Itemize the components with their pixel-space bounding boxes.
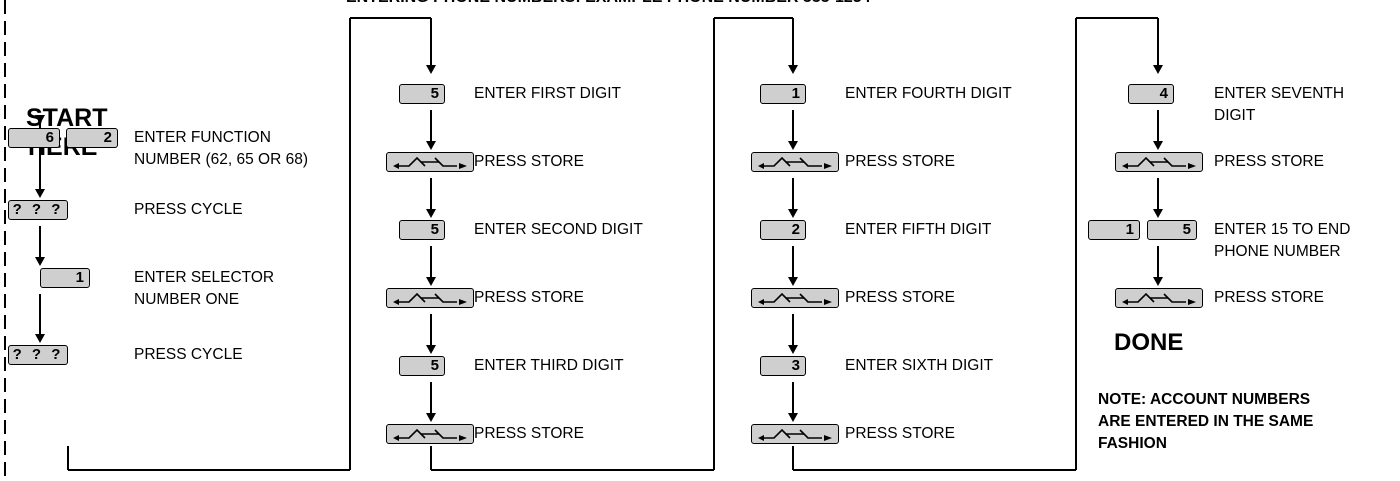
store-key-icon — [1122, 292, 1196, 305]
step-text-c0-s1-l0: PRESS CYCLE — [134, 201, 243, 218]
flow-arrow-c1-s1-head — [426, 209, 436, 218]
step-text-c3-s2-l1: PHONE NUMBER — [1214, 243, 1341, 260]
step-text-c3-s1-l0: PRESS STORE — [1214, 153, 1324, 170]
flow-arrow-c1-s0-head — [426, 141, 436, 150]
flow-arrow-c0-s2-head — [35, 334, 45, 343]
step-text-c1-s4-l0: ENTER THIRD DIGIT — [474, 357, 624, 374]
diagram-title: ENTERING PHONE NUMBERS: EXAMPLE PHONE NU… — [346, 0, 871, 8]
store-key[interactable] — [1115, 152, 1203, 172]
flow-arrow-c2-s3-head — [788, 345, 798, 354]
flow-arrow-c2-s2-head — [788, 277, 798, 286]
step-text-c1-s2-l0: ENTER SECOND DIGIT — [474, 221, 643, 238]
store-key-icon — [393, 428, 467, 441]
note-line-1: NOTE: ACCOUNT NUMBERS — [1098, 391, 1311, 408]
step-text-c3-s0-l0: ENTER SEVENTH — [1214, 85, 1345, 102]
flow-arrow-c1-s4-head — [426, 413, 436, 422]
step-text-c1-s5-l0: PRESS STORE — [474, 425, 584, 442]
step-text-c0-s3-l0: PRESS CYCLE — [134, 346, 243, 363]
connector-2-arrow-head — [1153, 65, 1163, 74]
digit-key-5[interactable]: 5 — [1147, 220, 1197, 240]
flow-arrow-start-head — [35, 115, 45, 124]
flow-arrow-c1-s3-head — [426, 345, 436, 354]
digit-key-5[interactable]: 5 — [399, 84, 445, 104]
step-text-c2-s2-l0: ENTER FIFTH DIGIT — [845, 221, 992, 238]
start-label-line1: START — [26, 104, 108, 132]
digit-key-4[interactable]: 4 — [1128, 84, 1174, 104]
digit-key-5[interactable]: 5 — [399, 356, 445, 376]
store-key-icon — [758, 428, 832, 441]
step-text-c2-s0-l0: ENTER FOURTH DIGIT — [845, 85, 1012, 102]
step-text-c3-s3-l0: PRESS STORE — [1214, 289, 1324, 306]
store-key[interactable] — [1115, 288, 1203, 308]
step-text-c0-s0-l0: ENTER FUNCTION — [134, 129, 271, 146]
flow-arrow-c2-s0-head — [788, 141, 798, 150]
store-key[interactable] — [386, 424, 474, 444]
step-text-c1-s0-l0: ENTER FIRST DIGIT — [474, 85, 621, 102]
store-key-icon — [393, 292, 467, 305]
digit-key-3[interactable]: 3 — [760, 356, 806, 376]
store-key-icon — [758, 156, 832, 169]
step-text-c3-s0-l1: DIGIT — [1214, 107, 1256, 124]
flow-arrow-c3-s0-head — [1153, 141, 1163, 150]
step-text-c3-s2-l0: ENTER 15 TO END — [1214, 221, 1351, 238]
step-text-c0-s2-l0: ENTER SELECTOR — [134, 269, 275, 286]
digit-key-2[interactable]: 2 — [66, 128, 118, 148]
store-key[interactable] — [751, 288, 839, 308]
store-key[interactable] — [751, 424, 839, 444]
flow-arrow-c0-s1-head — [35, 257, 45, 266]
digit-key-1[interactable]: 1 — [1088, 220, 1140, 240]
digit-key-6[interactable]: 6 — [8, 128, 60, 148]
step-text-c2-s3-l0: PRESS STORE — [845, 289, 955, 306]
step-text-c1-s3-l0: PRESS STORE — [474, 289, 584, 306]
store-key-icon — [1122, 156, 1196, 169]
digit-key-1[interactable]: 1 — [760, 84, 806, 104]
digit-key-1[interactable]: 1 — [40, 268, 90, 288]
connector-0-arrow-head — [426, 65, 436, 74]
flow-arrow-c3-s1-head — [1153, 209, 1163, 218]
connector-1-arrow-head — [788, 65, 798, 74]
flow-arrow-c0-s0-head — [35, 189, 45, 198]
step-text-c2-s4-l0: ENTER SIXTH DIGIT — [845, 357, 994, 374]
step-text-c2-s1-l0: PRESS STORE — [845, 153, 955, 170]
done-label: DONE — [1114, 329, 1184, 356]
store-key[interactable] — [386, 288, 474, 308]
flow-arrow-c2-s1-head — [788, 209, 798, 218]
step-text-c0-s2-l1: NUMBER ONE — [134, 291, 240, 308]
digit-key-2[interactable]: 2 — [760, 220, 806, 240]
digit-key-5[interactable]: 5 — [399, 220, 445, 240]
note-line-3: FASHION — [1098, 435, 1167, 452]
note-line-2: ARE ENTERED IN THE SAME — [1098, 413, 1314, 430]
store-key[interactable] — [751, 152, 839, 172]
cycle-key[interactable]: ? ? ? — [8, 200, 68, 220]
flow-arrow-c2-s4-head — [788, 413, 798, 422]
step-text-c2-s5-l0: PRESS STORE — [845, 425, 955, 442]
step-text-c1-s1-l0: PRESS STORE — [474, 153, 584, 170]
flow-arrow-c3-s2-head — [1153, 277, 1163, 286]
cycle-key[interactable]: ? ? ? — [8, 345, 68, 365]
store-key-icon — [393, 156, 467, 169]
flow-arrow-c1-s2-head — [426, 277, 436, 286]
store-key[interactable] — [386, 152, 474, 172]
store-key-icon — [758, 292, 832, 305]
step-text-c0-s0-l1: NUMBER (62, 65 OR 68) — [134, 151, 308, 168]
